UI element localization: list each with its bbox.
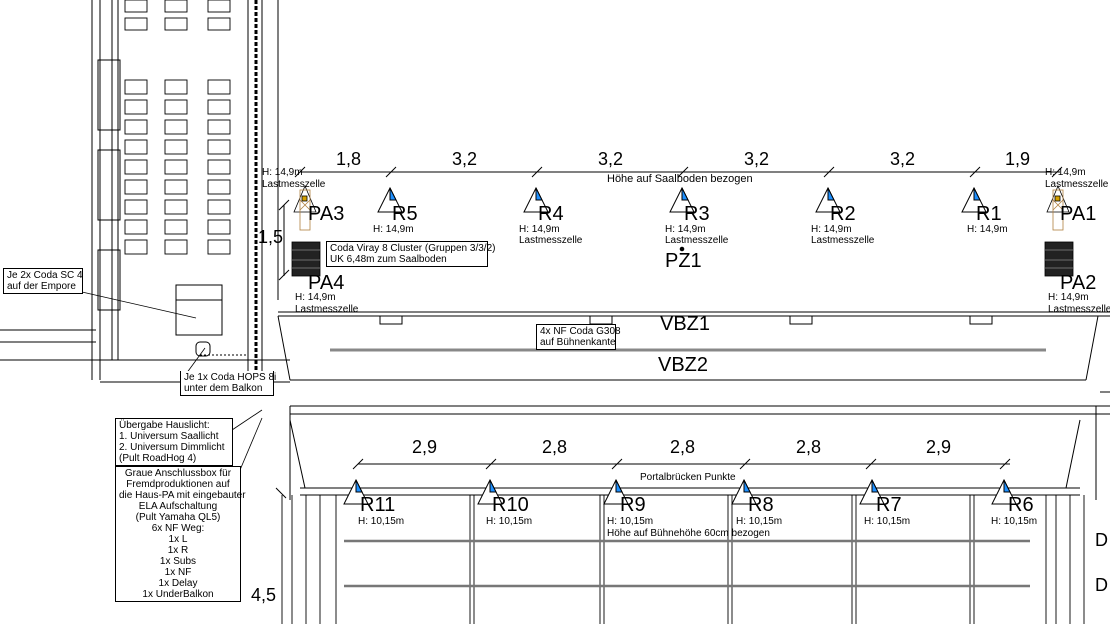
top-dimension-4: 3,2 (744, 149, 770, 169)
leader-lines (81, 291, 263, 471)
edge-label-2: D (1095, 575, 1108, 595)
stage-grid (281, 495, 1085, 624)
anschlussbox-line-7: 1x L (168, 534, 188, 545)
stage-edge-note-line-2: auf Bühnenkante (540, 337, 616, 348)
point-label-r5: R5 (392, 203, 418, 225)
pa3-height: H: 14,9m (262, 167, 303, 178)
bottom-dimension-3: 2,8 (670, 437, 696, 457)
point-height-r1: H: 14,9m (967, 224, 1008, 235)
bottom-height-note: Höhe auf Bühnehöhe 60cm bezogen (607, 528, 770, 539)
point-height-r6: H: 10,15m (991, 516, 1038, 527)
anschlussbox-line-12: 1x UnderBalkon (142, 589, 214, 600)
point-label-r4: R4 (538, 203, 564, 225)
cluster-note-line-1: Coda Viray 8 Cluster (Gruppen 3/3/2) (330, 243, 496, 254)
empore-note-line-2: auf der Empore (7, 281, 76, 292)
pa4-label: PA4 (308, 272, 345, 294)
bottom-dimension-line (275, 458, 1011, 499)
point-label-r8: R8 (748, 494, 774, 516)
point-label-r10: R10 (492, 494, 529, 516)
house-light-line-2: 1. Universum Saallicht (119, 431, 219, 442)
pa3-label: PA3 (308, 203, 345, 225)
anschlussbox-line-5: (Pult Yamaha QL5) (135, 512, 221, 523)
anschlussbox-line-10: 1x NF (164, 567, 192, 578)
point-height-r10: H: 10,15m (486, 516, 533, 527)
point-height-r5: H: 14,9m (373, 224, 414, 235)
bottom-dimension-5: 2,9 (926, 437, 952, 457)
pa3-note: Lastmesszelle (262, 179, 326, 190)
anschlussbox-line-2: Fremdproduktionen auf (126, 479, 230, 490)
top-reference-note: Höhe auf Saalboden bezogen (607, 173, 753, 185)
point-label-r7: R7 (876, 494, 902, 516)
empore-note: Je 2x Coda SC 4 auf der Empore (3, 268, 83, 294)
cluster-note: Coda Viray 8 Cluster (Gruppen 3/3/2) UK … (326, 241, 496, 267)
side-dimension-bottom: 4,5 (251, 585, 277, 605)
point-height-r7: H: 10,15m (864, 516, 911, 527)
anschlussbox-line-3: die Haus-PA mit eingebauter (119, 490, 246, 501)
top-dimension-2: 3,2 (452, 149, 478, 169)
point-height-r9: H: 10,15m (607, 516, 654, 527)
balkon-note-line-2: unter dem Balkon (184, 383, 263, 394)
pa4-note: Lastmesszelle (295, 304, 359, 315)
pa4-height: H: 14,9m (295, 292, 336, 303)
house-light-line-3: 2. Universum Dimmlicht (119, 442, 225, 453)
house-light-note: Übergabe Hauslicht: 1. Universum Saallic… (115, 418, 233, 466)
point-height-r2: H: 14,9m (811, 224, 852, 235)
pa1-height: H: 14,9m (1045, 167, 1086, 178)
bottom-reference-note: Portalbrücken Punkte (640, 472, 736, 483)
bottom-dimension-4: 2,8 (796, 437, 822, 457)
pa1-label: PA1 (1060, 203, 1097, 225)
house-light-line-1: Übergabe Hauslicht: (119, 420, 210, 431)
point-label-r9: R9 (620, 494, 646, 516)
pa2-note: Lastmesszelle (1048, 304, 1110, 315)
anschlussbox-line-11: 1x Delay (158, 578, 198, 589)
rigging-markers-top (377, 186, 987, 252)
point-height-r11: H: 10,15m (358, 516, 405, 527)
top-dimension-6: 1,9 (1005, 149, 1031, 169)
anschlussbox-line-4: ELA Aufschaltung (138, 501, 218, 512)
balkon-note-line-1: Je 1x Coda HOPS 8i (184, 372, 277, 383)
center-point-label: PZ1 (665, 250, 702, 272)
point-label-r11: R11 (360, 494, 396, 516)
point-note-r4: Lastmesszelle (519, 235, 583, 246)
pa1-note: Lastmesszelle (1045, 179, 1109, 190)
balcony-seating-block (0, 0, 290, 383)
point-label-r3: R3 (684, 203, 710, 225)
bridge-vbz1-label: VBZ1 (660, 313, 711, 335)
point-label-r6: R6 (1008, 494, 1034, 516)
point-label-r2: R2 (830, 203, 856, 225)
point-note-r3: Lastmesszelle (665, 235, 729, 246)
pa2-height: H: 14,9m (1048, 292, 1089, 303)
bottom-dimension-2: 2,8 (542, 437, 568, 457)
balkon-note: Je 1x Coda HOPS 8i unter dem Balkon (180, 371, 277, 396)
point-label-r1: R1 (976, 203, 1002, 225)
stage-edge-note-line-1: 4x NF Coda G308 (540, 326, 621, 337)
top-dimension-1: 1,8 (336, 149, 362, 169)
side-dimension-top: 1,5 (258, 227, 284, 247)
top-dimension-5: 3,2 (890, 149, 916, 169)
anschlussbox-note: Graue Anschlussbox für Fremdproduktionen… (115, 466, 246, 602)
point-note-r2: Lastmesszelle (811, 235, 875, 246)
pa-trusses (291, 184, 1074, 277)
top-dimension-line (278, 166, 1063, 281)
empore-note-line-1: Je 2x Coda SC 4 (7, 270, 83, 281)
point-height-r8: H: 10,15m (736, 516, 783, 527)
hall-outline (277, 311, 1110, 500)
house-light-line-4: (Pult RoadHog 4) (119, 453, 197, 464)
bridge-vbz2-label: VBZ2 (658, 354, 709, 376)
point-height-r3: H: 14,9m (665, 224, 706, 235)
anschlussbox-line-1: Graue Anschlussbox für (124, 468, 232, 479)
rigging-markers-bottom (343, 478, 1017, 505)
anschlussbox-line-6: 6x NF Weg: (151, 523, 205, 534)
edge-label-1: D (1095, 530, 1108, 550)
stage-edge-note: 4x NF Coda G308 auf Bühnenkante (536, 324, 621, 350)
pa2-label: PA2 (1060, 272, 1097, 294)
anschlussbox-line-8: 1x R (167, 545, 189, 556)
anschlussbox-line-9: 1x Subs (159, 556, 197, 567)
cluster-note-line-2: UK 6,48m zum Saalboden (330, 254, 447, 265)
bottom-dimension-1: 2,9 (412, 437, 438, 457)
top-dimension-3: 3,2 (598, 149, 624, 169)
point-height-r4: H: 14,9m (519, 224, 560, 235)
